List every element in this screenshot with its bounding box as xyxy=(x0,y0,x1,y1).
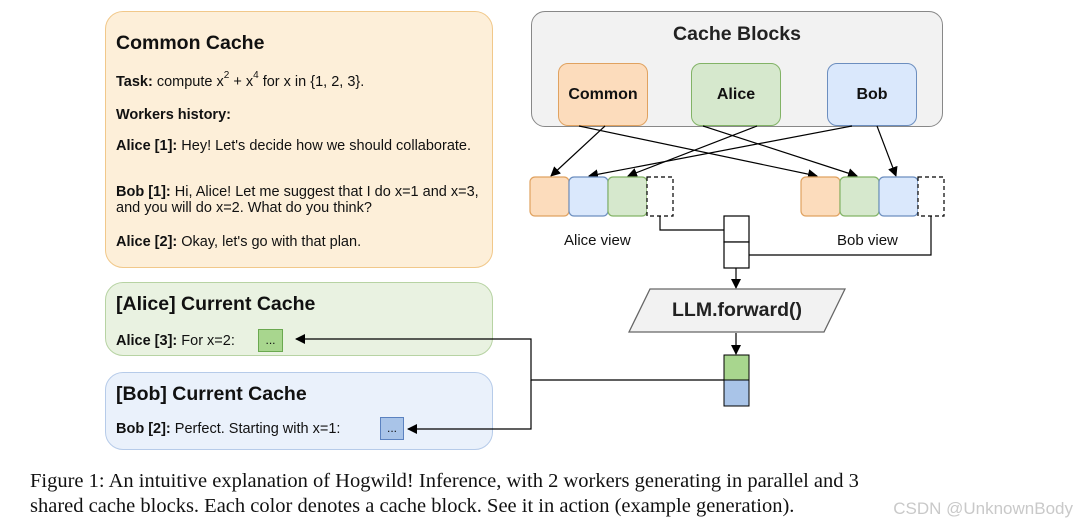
bob-block-to-bob-view-arrow xyxy=(876,125,898,177)
alice-cache-speaker: Alice [3]: xyxy=(116,333,178,349)
bob-view-common-segment xyxy=(800,176,841,217)
watermark: CSDN @UnknownBody xyxy=(893,499,1073,518)
batch-slot-alice xyxy=(723,215,750,243)
alice-cache-text: For x=2: xyxy=(181,333,235,349)
output-token-bob xyxy=(723,379,750,407)
batch-stack xyxy=(723,215,750,269)
common-cache-block: Common xyxy=(558,63,648,126)
bob-view-segments xyxy=(800,176,945,217)
bob-cache-title: [Bob] Current Cache xyxy=(116,383,307,405)
common-cache-panel: Common Cache Task: compute x2 + x4 for x… xyxy=(105,11,493,268)
cache-blocks-title: Cache Blocks xyxy=(673,23,801,45)
bob-cache-block: Bob xyxy=(827,63,917,126)
message-text: Hi, Alice! Let me suggest that I do x=1 … xyxy=(116,184,479,216)
task-text-b: + x xyxy=(233,74,254,90)
bob-block-to-alice-view-arrow xyxy=(588,125,853,180)
alice-view-alice-segment xyxy=(607,176,648,217)
alice-view-common-segment xyxy=(529,176,570,217)
common-cache-title: Common Cache xyxy=(116,32,265,54)
history-message: Bob [1]: Hi, Alice! Let me suggest that … xyxy=(116,184,486,216)
common-to-bob-view-arrow xyxy=(578,125,818,180)
bob-view-label: Bob view xyxy=(837,232,898,249)
message-speaker: Bob [1]: xyxy=(116,184,171,200)
message-speaker: Alice [2]: xyxy=(116,234,178,250)
alice-view-segments xyxy=(529,176,674,217)
output-to-alice-cache-arrow xyxy=(295,334,724,381)
history-message: Alice [2]: Okay, let's go with that plan… xyxy=(116,234,486,250)
alice-cache-title: [Alice] Current Cache xyxy=(116,293,316,315)
llm-forward-node: LLM.forward() xyxy=(628,288,846,333)
bob-view-empty-slot xyxy=(917,176,945,217)
bob-cache-text: Perfect. Starting with x=1: xyxy=(174,421,341,437)
bob-token-chip: ... xyxy=(380,417,404,440)
task-text-a: compute x xyxy=(156,74,224,90)
output-return-lines xyxy=(295,334,724,434)
alice-cache-line: Alice [3]: For x=2: xyxy=(116,333,486,349)
alice-view-bob-segment xyxy=(568,176,609,217)
alice-view-empty-slot xyxy=(646,176,674,217)
task-exponent-2: 4 xyxy=(253,70,259,82)
output-token-alice xyxy=(723,354,750,381)
llm-parallelogram xyxy=(628,288,846,333)
history-message: Alice [1]: Hey! Let's decide how we shou… xyxy=(116,138,486,154)
task-exponent-1: 2 xyxy=(223,70,230,82)
alice-view-label: Alice view xyxy=(564,232,631,249)
batch-slot-bob xyxy=(723,241,750,269)
task-label: Task: xyxy=(116,74,153,90)
bob-view-bob-segment xyxy=(878,176,919,217)
task-text-c: for x in {1, 2, 3}. xyxy=(262,74,365,90)
bob-view-to-batch-line xyxy=(749,216,932,256)
alice-token-chip: ... xyxy=(258,329,283,352)
bob-cache-speaker: Bob [2]: xyxy=(116,421,171,437)
message-text: Hey! Let's decide how we should collabor… xyxy=(181,138,471,154)
message-text: Okay, let's go with that plan. xyxy=(181,234,362,250)
caption-line-1: Figure 1: An intuitive explanation of Ho… xyxy=(30,470,859,492)
task-line: Task: compute x2 + x4 for x in {1, 2, 3}… xyxy=(116,71,486,90)
caption-line-2: shared cache blocks. Each color denotes … xyxy=(30,495,795,517)
block-to-view-arrows xyxy=(550,125,898,180)
llm-forward-label: LLM.forward() xyxy=(672,299,802,321)
common-to-alice-view-arrow xyxy=(550,125,606,177)
alice-block-to-alice-view-arrow xyxy=(627,125,758,178)
alice-view-to-batch-line xyxy=(659,216,724,231)
cache-blocks-panel: Cache Blocks Common Alice Bob xyxy=(531,11,943,127)
workers-history-heading: Workers history: xyxy=(116,107,231,123)
bob-current-cache-panel: [Bob] Current Cache Bob [2]: Perfect. St… xyxy=(105,372,493,450)
bob-view-alice-segment xyxy=(839,176,880,217)
view-to-batch-lines xyxy=(659,216,932,355)
output-token-stack xyxy=(723,354,750,407)
figure-caption: Figure 1: An intuitive explanation of Ho… xyxy=(30,469,1070,519)
bob-cache-line: Bob [2]: Perfect. Starting with x=1: xyxy=(116,421,486,437)
alice-block-to-bob-view-arrow xyxy=(702,125,858,178)
message-speaker: Alice [1]: xyxy=(116,138,178,154)
output-to-bob-cache-arrow xyxy=(407,380,532,434)
alice-cache-block: Alice xyxy=(691,63,781,126)
